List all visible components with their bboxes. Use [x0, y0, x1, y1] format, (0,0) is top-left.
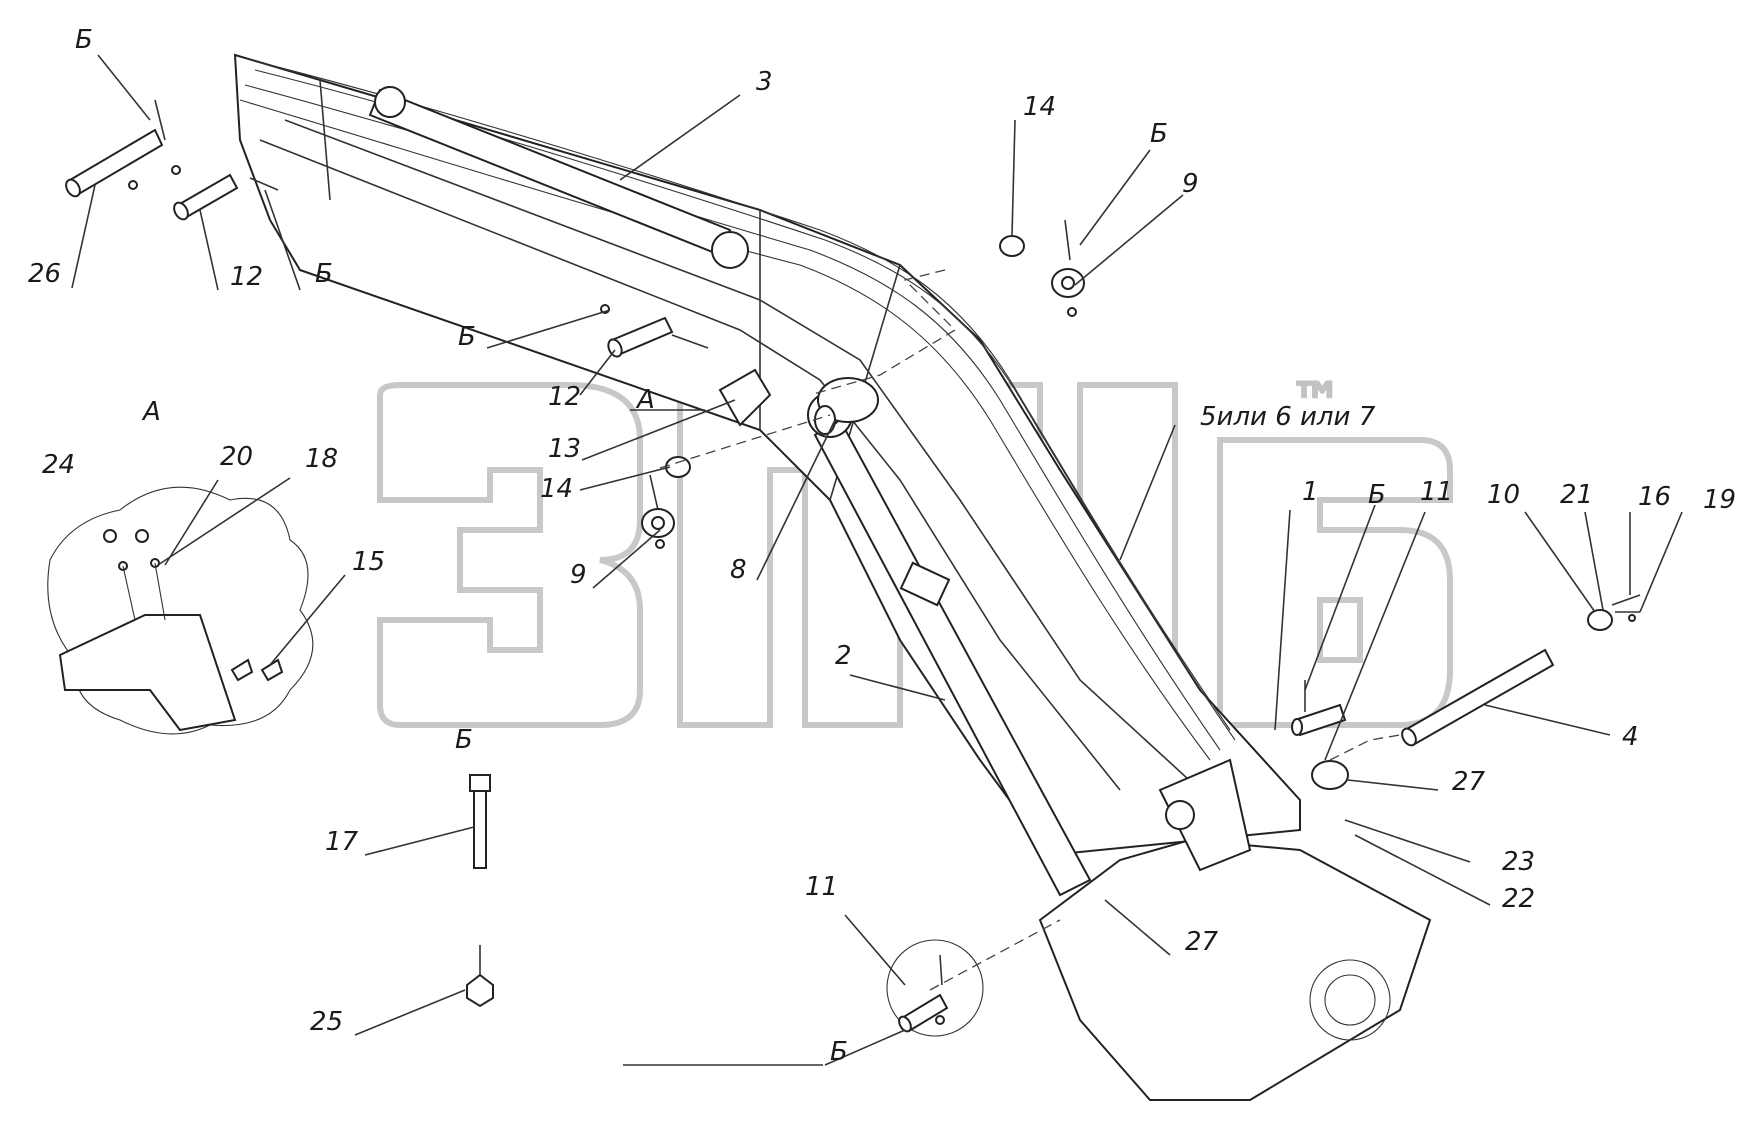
label-12-top: 12 [230, 262, 263, 292]
callout-labels: Б 26 12 Б 3 14 Б 9 Б 12 А 5или 6 или 7 1… [28, 25, 1736, 1067]
label-b-right: Б [1368, 480, 1386, 510]
label-20: 20 [220, 442, 253, 472]
label-15: 15 [352, 547, 385, 577]
label-a-mid: А [635, 385, 655, 415]
label-16: 16 [1638, 482, 1671, 512]
inset-a [47, 486, 314, 735]
label-26: 26 [28, 259, 61, 289]
label-21: 21 [1560, 480, 1593, 510]
label-b-bottom: Б [830, 1037, 848, 1067]
label-23: 23 [1502, 847, 1535, 877]
boom [233, 53, 1432, 1101]
leader-lines [71, 54, 1683, 1066]
label-a-inset: А [141, 397, 161, 427]
label-22: 22 [1502, 884, 1535, 914]
trademark-sign: ™ [1290, 373, 1342, 433]
label-b-top-right: Б [1150, 119, 1168, 149]
label-1: 1 [1302, 477, 1319, 507]
label-b-top-left: Б [75, 25, 93, 55]
label-24: 24 [42, 450, 75, 480]
label-18: 18 [305, 444, 338, 474]
label-27-right: 27 [1452, 767, 1486, 797]
loose-parts [65, 99, 1641, 1037]
label-11-bottom: 11 [805, 872, 838, 902]
label-4: 4 [1622, 722, 1639, 752]
label-19: 19 [1703, 485, 1736, 515]
label-5-or-6-or-7: 5или 6 или 7 [1200, 402, 1376, 432]
label-14-mid: 14 [540, 474, 573, 504]
label-b-bottom-left: Б [455, 725, 473, 755]
label-17: 17 [325, 827, 359, 857]
label-8: 8 [730, 555, 747, 585]
label-9-mid: 9 [570, 560, 587, 590]
label-3: 3 [756, 67, 773, 97]
label-27-bottom: 27 [1185, 927, 1219, 957]
label-25: 25 [310, 1007, 343, 1037]
label-b-top-mid: Б [315, 259, 333, 289]
label-11-right: 11 [1420, 477, 1453, 507]
label-12-mid: 12 [548, 382, 581, 412]
label-9-top: 9 [1182, 169, 1199, 199]
label-2: 2 [835, 641, 852, 671]
label-b-mid-left: Б [458, 322, 476, 352]
label-13: 13 [548, 434, 581, 464]
label-14-top: 14 [1023, 92, 1056, 122]
label-10: 10 [1487, 480, 1520, 510]
